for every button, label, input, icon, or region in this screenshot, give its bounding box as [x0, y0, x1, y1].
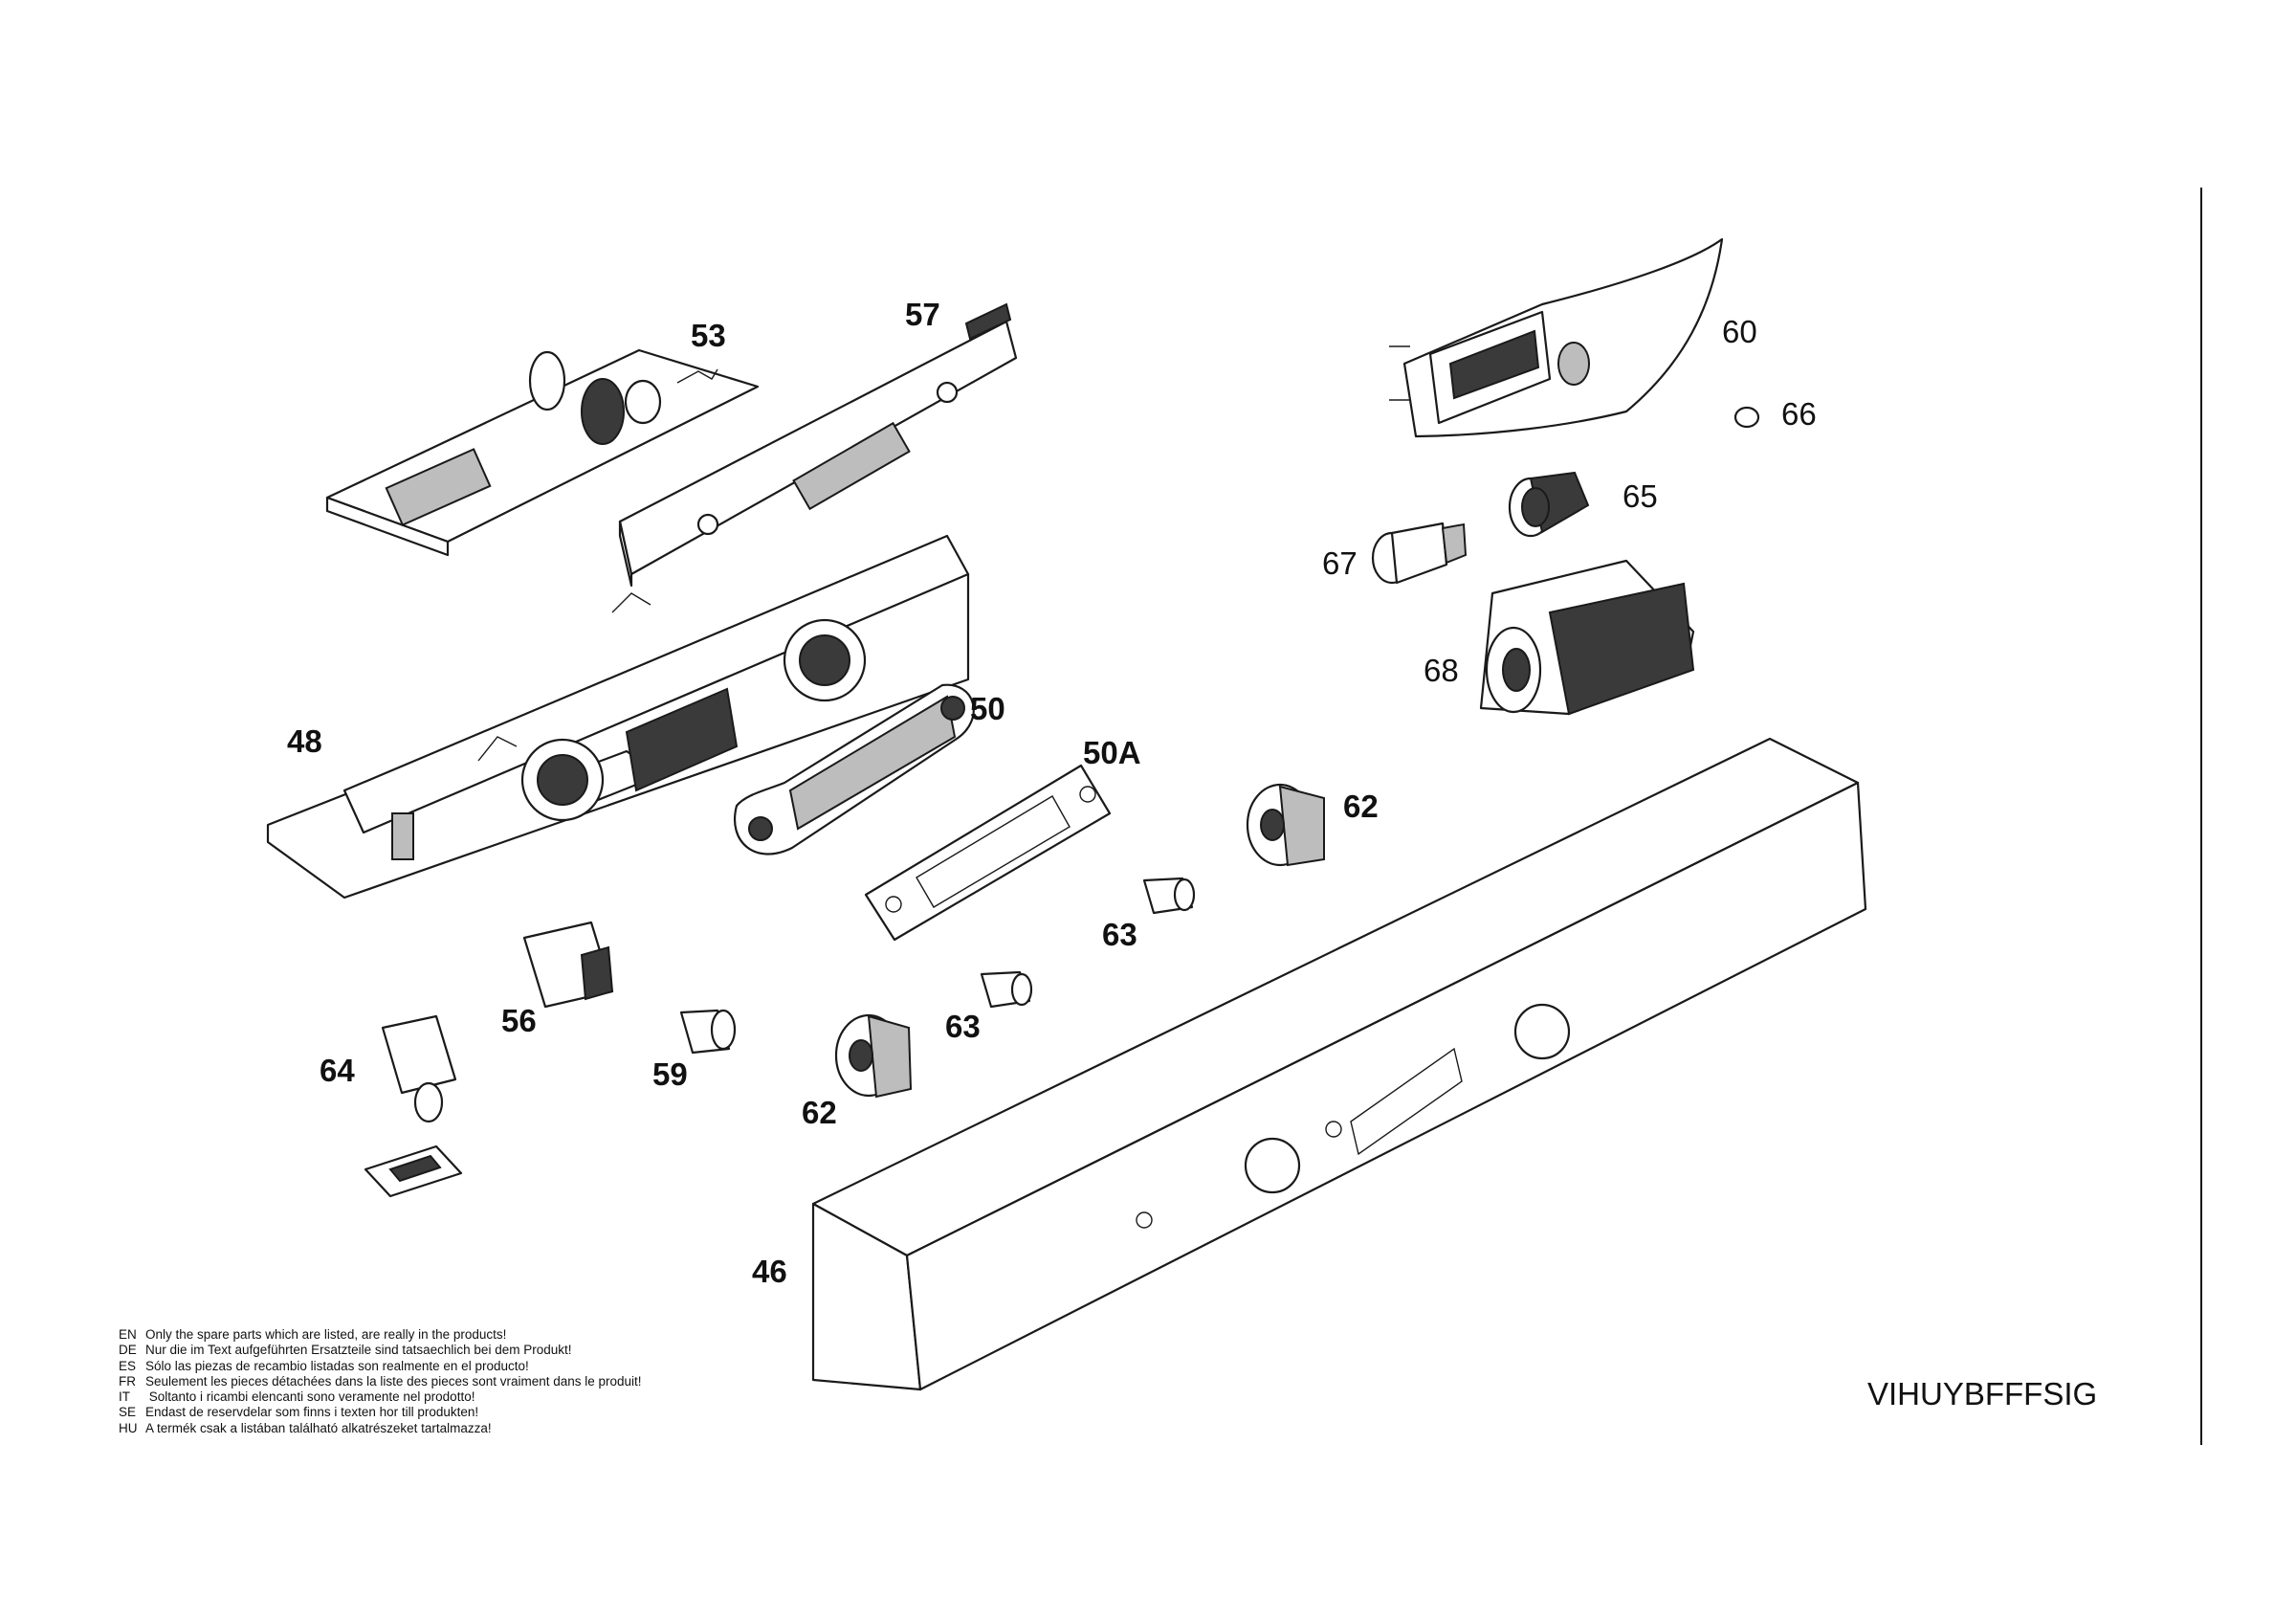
callout-66: 66 [1781, 396, 1817, 432]
callout-50: 50 [970, 691, 1005, 726]
part-56-switch [522, 921, 614, 1009]
part-67-lamp [1371, 522, 1468, 585]
part-53-circuit-board [325, 348, 760, 557]
part-68-knob-housing [1479, 559, 1695, 716]
part-60-cover [1389, 237, 1724, 438]
callout-62-upper: 62 [1343, 789, 1379, 824]
page-border-line [2200, 188, 2202, 1445]
callout-53: 53 [691, 318, 726, 353]
callout-57: 57 [905, 297, 940, 332]
part-65-lamp-holder [1508, 471, 1590, 538]
callout-labels: 53 57 60 66 65 67 68 48 50 50A 62 63 63 … [287, 297, 1817, 1289]
callout-59: 59 [652, 1056, 688, 1092]
callout-63-lower: 63 [945, 1009, 981, 1044]
callout-68: 68 [1424, 653, 1459, 688]
part-64-switch [364, 1014, 463, 1198]
callout-46: 46 [752, 1254, 787, 1289]
callout-56: 56 [501, 1003, 537, 1038]
callout-67: 67 [1322, 545, 1358, 581]
part-46-front-panel [811, 737, 1867, 1391]
callout-64: 64 [320, 1053, 355, 1088]
callout-62-lower: 62 [802, 1095, 837, 1130]
notice-line: IT Soltanto i ricambi elencanti sono ver… [119, 1389, 475, 1405]
document-code: VIHUYBFFFSIG [1867, 1376, 2098, 1411]
callout-50A: 50A [1083, 735, 1141, 770]
part-50A-flat-gasket [864, 764, 1112, 942]
callout-65: 65 [1623, 478, 1658, 514]
part-59-lamp [679, 1009, 737, 1055]
part-63-button-lower [980, 970, 1033, 1009]
part-62-knob-lower [834, 1013, 913, 1099]
callout-60: 60 [1722, 314, 1757, 349]
part-50-gasket [734, 683, 975, 855]
part-63-button-upper [1142, 877, 1196, 915]
callout-48: 48 [287, 723, 322, 759]
part-48-frame [266, 534, 970, 900]
part-66-clip [1733, 406, 1760, 429]
part-62-knob-upper [1246, 783, 1325, 867]
callout-63-upper: 63 [1102, 917, 1137, 952]
part-57-display-board [618, 302, 1018, 588]
